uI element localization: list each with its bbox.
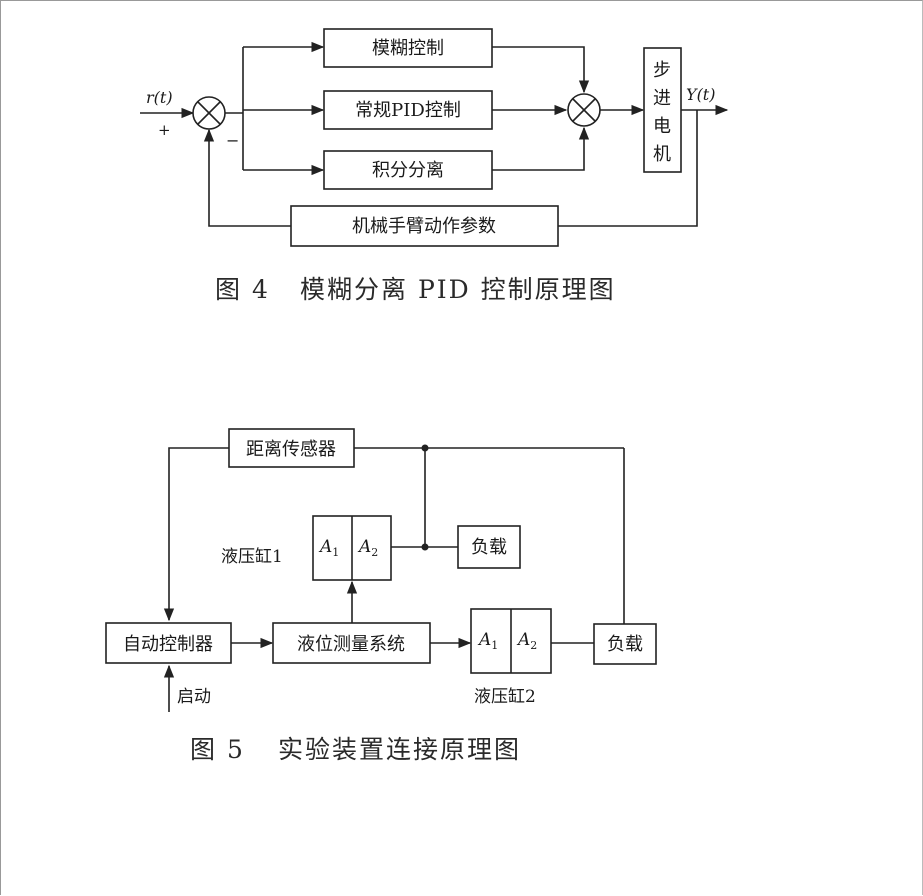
load-2-block bbox=[593, 623, 657, 665]
figure-5-caption-number: 图 5 bbox=[190, 735, 245, 764]
hydraulic-cylinder-2-label: 液压缸2 bbox=[474, 686, 536, 707]
fuzzy-control-label: 模糊控制 bbox=[372, 38, 444, 59]
feedback-line-left bbox=[203, 128, 291, 227]
figure-5: 距离传感器 A1 A2 液压缸1 负载 自动控制器 启动 液位测量系统 bbox=[105, 428, 657, 764]
fuzzy-control-block bbox=[323, 28, 493, 68]
integral-separation-label: 积分分离 bbox=[372, 160, 444, 181]
hydraulic-cylinder-1-label: 液压缸1 bbox=[221, 546, 283, 567]
plus-sign: + bbox=[158, 121, 171, 139]
figure-4-caption-title: 模糊分离 PID 控制原理图 bbox=[300, 275, 616, 304]
junction-dot-top bbox=[421, 444, 429, 452]
integral-to-sum2 bbox=[492, 126, 590, 171]
auto-controller-label: 自动控制器 bbox=[123, 634, 213, 655]
auto-controller-block bbox=[105, 622, 232, 664]
load-2-label: 负载 bbox=[607, 634, 643, 655]
output-signal-label: Y(t) bbox=[686, 85, 715, 104]
start-label: 启动 bbox=[177, 687, 211, 707]
figure-4-caption-number: 图 4 bbox=[215, 275, 270, 304]
distance-sensor-block bbox=[228, 428, 355, 468]
pid-control-block bbox=[323, 90, 493, 130]
stepper-char-1: 步 bbox=[653, 60, 671, 81]
level-measurement-label: 液位测量系统 bbox=[297, 634, 405, 655]
load-1-label: 负载 bbox=[471, 537, 507, 558]
figure-4: r(t) + − 模糊控制 常规PID控制 积分分离 bbox=[140, 28, 729, 304]
distance-sensor-label: 距离传感器 bbox=[246, 439, 336, 460]
cyl2-a1-label: A1 bbox=[477, 630, 498, 652]
stepper-char-4: 机 bbox=[653, 144, 671, 165]
fuzzy-to-sum2 bbox=[492, 46, 590, 94]
sensor-to-controller bbox=[163, 447, 229, 622]
arm-parameters-block bbox=[290, 205, 559, 247]
input-signal-label: r(t) bbox=[146, 88, 173, 107]
load-1-block bbox=[457, 525, 521, 569]
cyl1-a2-label: A2 bbox=[357, 537, 378, 559]
integral-separation-block bbox=[323, 150, 493, 190]
cyl1-a1-label: A1 bbox=[318, 537, 339, 559]
stepper-char-2: 进 bbox=[653, 88, 671, 109]
level-measurement-block bbox=[272, 622, 431, 664]
summing-junction-1 bbox=[192, 96, 226, 130]
arm-parameters-label: 机械手臂动作参数 bbox=[352, 216, 496, 237]
stepper-motor-block bbox=[643, 47, 682, 173]
hydraulic-cylinder-1: A1 A2 bbox=[312, 515, 392, 581]
figure-5-caption-title: 实验装置连接原理图 bbox=[278, 735, 521, 764]
cyl2-a2-label: A2 bbox=[516, 630, 537, 652]
pid-control-label: 常规PID控制 bbox=[355, 100, 461, 121]
summing-junction-2 bbox=[567, 93, 601, 127]
minus-sign: − bbox=[226, 131, 239, 150]
stepper-char-3: 电 bbox=[653, 116, 671, 137]
feedback-line-right bbox=[558, 110, 698, 227]
hydraulic-cylinder-2: A1 A2 bbox=[470, 608, 552, 674]
